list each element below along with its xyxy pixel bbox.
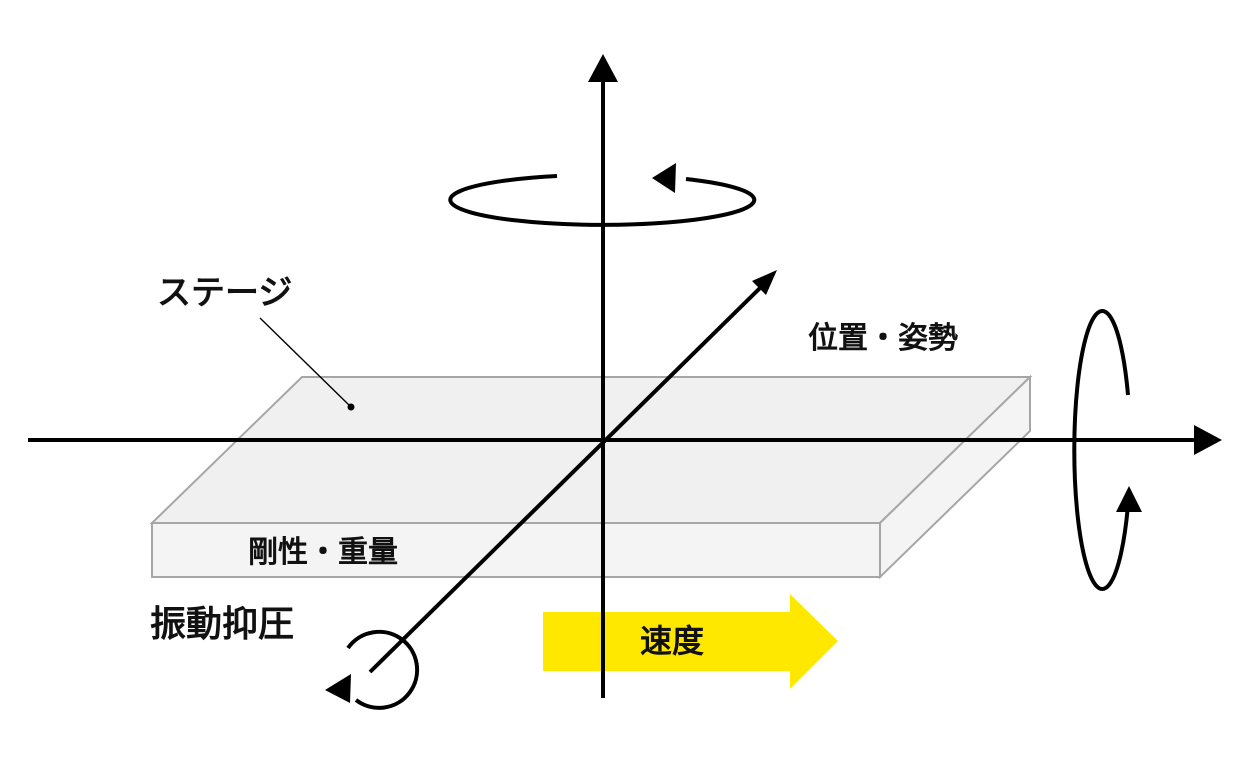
y-axis-line <box>368 284 764 674</box>
rigidity-weight-label: 剛性・重量 <box>248 535 398 570</box>
z-axis-arrowhead <box>588 54 618 82</box>
x-rotation-indicator <box>1072 309 1142 591</box>
stage-leader-dot <box>347 403 355 411</box>
stage-leader-line <box>259 317 351 407</box>
z-rotation-arrowhead <box>652 163 676 193</box>
speed-label: 速度 <box>640 622 704 660</box>
stage-top-face <box>149 376 1033 524</box>
position-attitude-label: 位置・姿勢 <box>808 321 958 356</box>
y-rotation-indicator <box>325 629 420 710</box>
stage-side-face <box>879 374 1031 580</box>
stage-label: ステージ <box>157 273 292 313</box>
z-rotation-indicator <box>448 163 757 227</box>
y-rotation-arrowhead <box>325 674 351 703</box>
x-axis-arrowhead <box>1194 425 1222 455</box>
x-rotation-arrowhead <box>1116 486 1142 512</box>
vibration-suppression-label: 振動抑圧 <box>150 604 294 645</box>
speed-arrow <box>543 594 838 689</box>
y-axis-arrowhead <box>752 270 777 295</box>
stage-plate <box>149 374 1033 580</box>
